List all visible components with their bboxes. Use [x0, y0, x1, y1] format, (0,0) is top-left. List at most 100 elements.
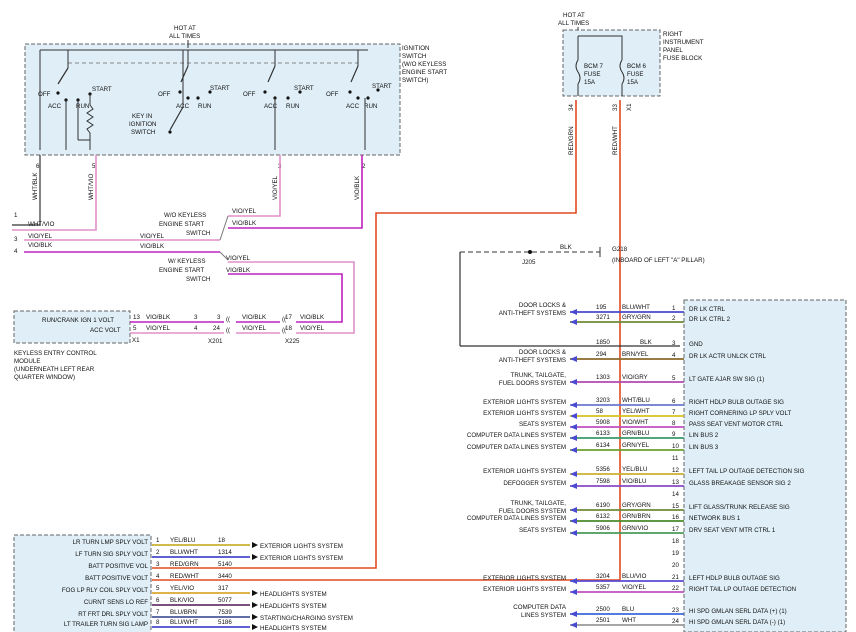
pin-number: 8: [156, 619, 160, 626]
wire-color: YEL/WHT: [622, 408, 650, 415]
system-label: LINES SYSTEM: [521, 612, 566, 619]
circuit-number: 7539: [218, 609, 232, 616]
pin-number: 23: [672, 607, 679, 614]
left-connector: 1 WHT/VIO 3 VIO/YEL 4 VIO/BLK VIO/YEL VI…: [14, 212, 229, 261]
system-label: COMPUTER DATA: [513, 604, 567, 611]
svg-text:RIGHT: RIGHT: [663, 31, 682, 38]
arrow-icon: [570, 622, 577, 628]
svg-text:ENGINE START: ENGINE START: [159, 221, 204, 228]
signal-label: LIN BUS 3: [689, 444, 719, 451]
system-label: ANTI-THEFT SYSTEMS: [499, 357, 566, 364]
arrow-icon: [252, 614, 258, 620]
circuit-number: 5356: [596, 466, 610, 473]
svg-text:X1: X1: [626, 103, 633, 111]
svg-text:15A: 15A: [627, 79, 639, 86]
ground-g218: BLK G218 (INBOARD OF LEFT "A" PILLAR) J2…: [459, 244, 705, 347]
signal-label: BATT POSITIVE VOL: [88, 563, 148, 570]
system-label: EXTERIOR LIGHTS SYSTEM: [483, 586, 566, 593]
svg-text:RUN: RUN: [198, 103, 211, 110]
system-label: SEATS SYSTEM: [519, 527, 566, 534]
system-label: DEFOGGER SYSTEM: [503, 480, 566, 487]
system-label: EXTERIOR LIGHTS SYSTEM: [483, 468, 566, 475]
pin-number: 1: [156, 537, 160, 544]
ign-title-1: IGNITION: [402, 45, 430, 52]
circuit-number: 294: [596, 351, 607, 358]
svg-text:18: 18: [285, 325, 292, 332]
svg-text:START: START: [372, 83, 392, 90]
arrow-icon: [570, 424, 577, 430]
svg-text:FUSE BLOCK: FUSE BLOCK: [663, 55, 703, 62]
ignition-switch: HOT AT ALL TIMES IGNITION SWITCH (W/O KE…: [24, 25, 447, 170]
arrow-icon: [570, 356, 577, 362]
svg-text:13: 13: [133, 314, 140, 321]
pin-number: 5: [156, 585, 160, 592]
svg-text:(INBOARD OF LEFT "A" PILLAR): (INBOARD OF LEFT "A" PILLAR): [612, 257, 705, 264]
svg-text:24: 24: [213, 325, 220, 332]
pin-number: 4: [672, 352, 676, 359]
system-label: SEATS SYSTEM: [519, 421, 566, 428]
svg-text:OFF: OFF: [158, 91, 171, 98]
system-label: ANTI-THEFT SYSTEMS: [499, 310, 566, 317]
pin-number: 3: [156, 561, 160, 568]
svg-text:FUSE: FUSE: [627, 71, 644, 78]
svg-text:X225: X225: [285, 338, 300, 345]
bcm-right-row: 11: [672, 455, 679, 462]
svg-text:MODULE: MODULE: [14, 358, 40, 365]
circuit-number: 5186: [218, 619, 232, 626]
wire-color: BLK: [640, 339, 653, 346]
signal-label: CURNT SENS LO REF: [84, 599, 148, 606]
signal-label: LR TURN LMP SPLY VOLT: [73, 539, 149, 546]
svg-text:3: 3: [14, 236, 18, 243]
circuit-number: 7598: [596, 478, 610, 485]
svg-text:VIO/BLK: VIO/BLK: [242, 314, 267, 321]
bcm-right-row: 19: [672, 550, 679, 557]
svg-text:((: ((: [282, 316, 287, 323]
system-label: EXTERIOR LIGHTS SYSTEM: [260, 555, 343, 562]
wire-color: VIO/YEL: [622, 584, 647, 591]
svg-text:ACC: ACC: [176, 103, 190, 110]
circuit-number: 1850: [596, 339, 610, 346]
circuit-number: 58: [596, 408, 603, 415]
system-label: FUEL DOORS SYSTEM: [499, 508, 566, 515]
circuit-number: 3440: [218, 573, 232, 580]
arrow-icon: [570, 507, 577, 513]
ign-title-4: ENGINE START: [402, 69, 447, 76]
svg-text:ACC VOLT: ACC VOLT: [90, 327, 121, 334]
svg-text:START: START: [210, 85, 230, 92]
svg-text:BCM 6: BCM 6: [627, 63, 646, 70]
svg-text:WHT/BLK: WHT/BLK: [32, 172, 39, 200]
pin-number: 7: [672, 409, 676, 416]
ignition-wires: WHT/BLK WHT/VIO VIO/YEL VIO/BLK: [12, 155, 363, 231]
circuit-number: 5908: [596, 419, 610, 426]
system-label: TRUNK, TAILGATE,: [511, 372, 567, 379]
system-label: EXTERIOR LIGHTS SYSTEM: [260, 543, 343, 550]
system-label: EXTERIOR LIGHTS SYSTEM: [483, 399, 566, 406]
ign-title-2: SWITCH: [402, 53, 426, 60]
arrow-icon: [252, 624, 258, 630]
arrow-icon: [570, 379, 577, 385]
svg-text:HOT AT: HOT AT: [563, 12, 585, 19]
pin-number: 12: [672, 467, 679, 474]
circuit-number: 3204: [596, 573, 610, 580]
circuit-number: 3203: [596, 397, 610, 404]
svg-text:W/ KEYLESS: W/ KEYLESS: [168, 258, 205, 265]
arrow-icon: [252, 542, 258, 548]
arrow-icon: [570, 578, 577, 584]
svg-text:VIO/YEL: VIO/YEL: [226, 255, 251, 262]
circuit-number: 1314: [218, 549, 232, 556]
circuit-number: 195: [596, 304, 607, 311]
bcm-right-row: 20: [672, 562, 679, 569]
svg-text:VIO/YEL: VIO/YEL: [232, 208, 257, 215]
svg-text:VIO/BLK: VIO/BLK: [300, 314, 325, 321]
